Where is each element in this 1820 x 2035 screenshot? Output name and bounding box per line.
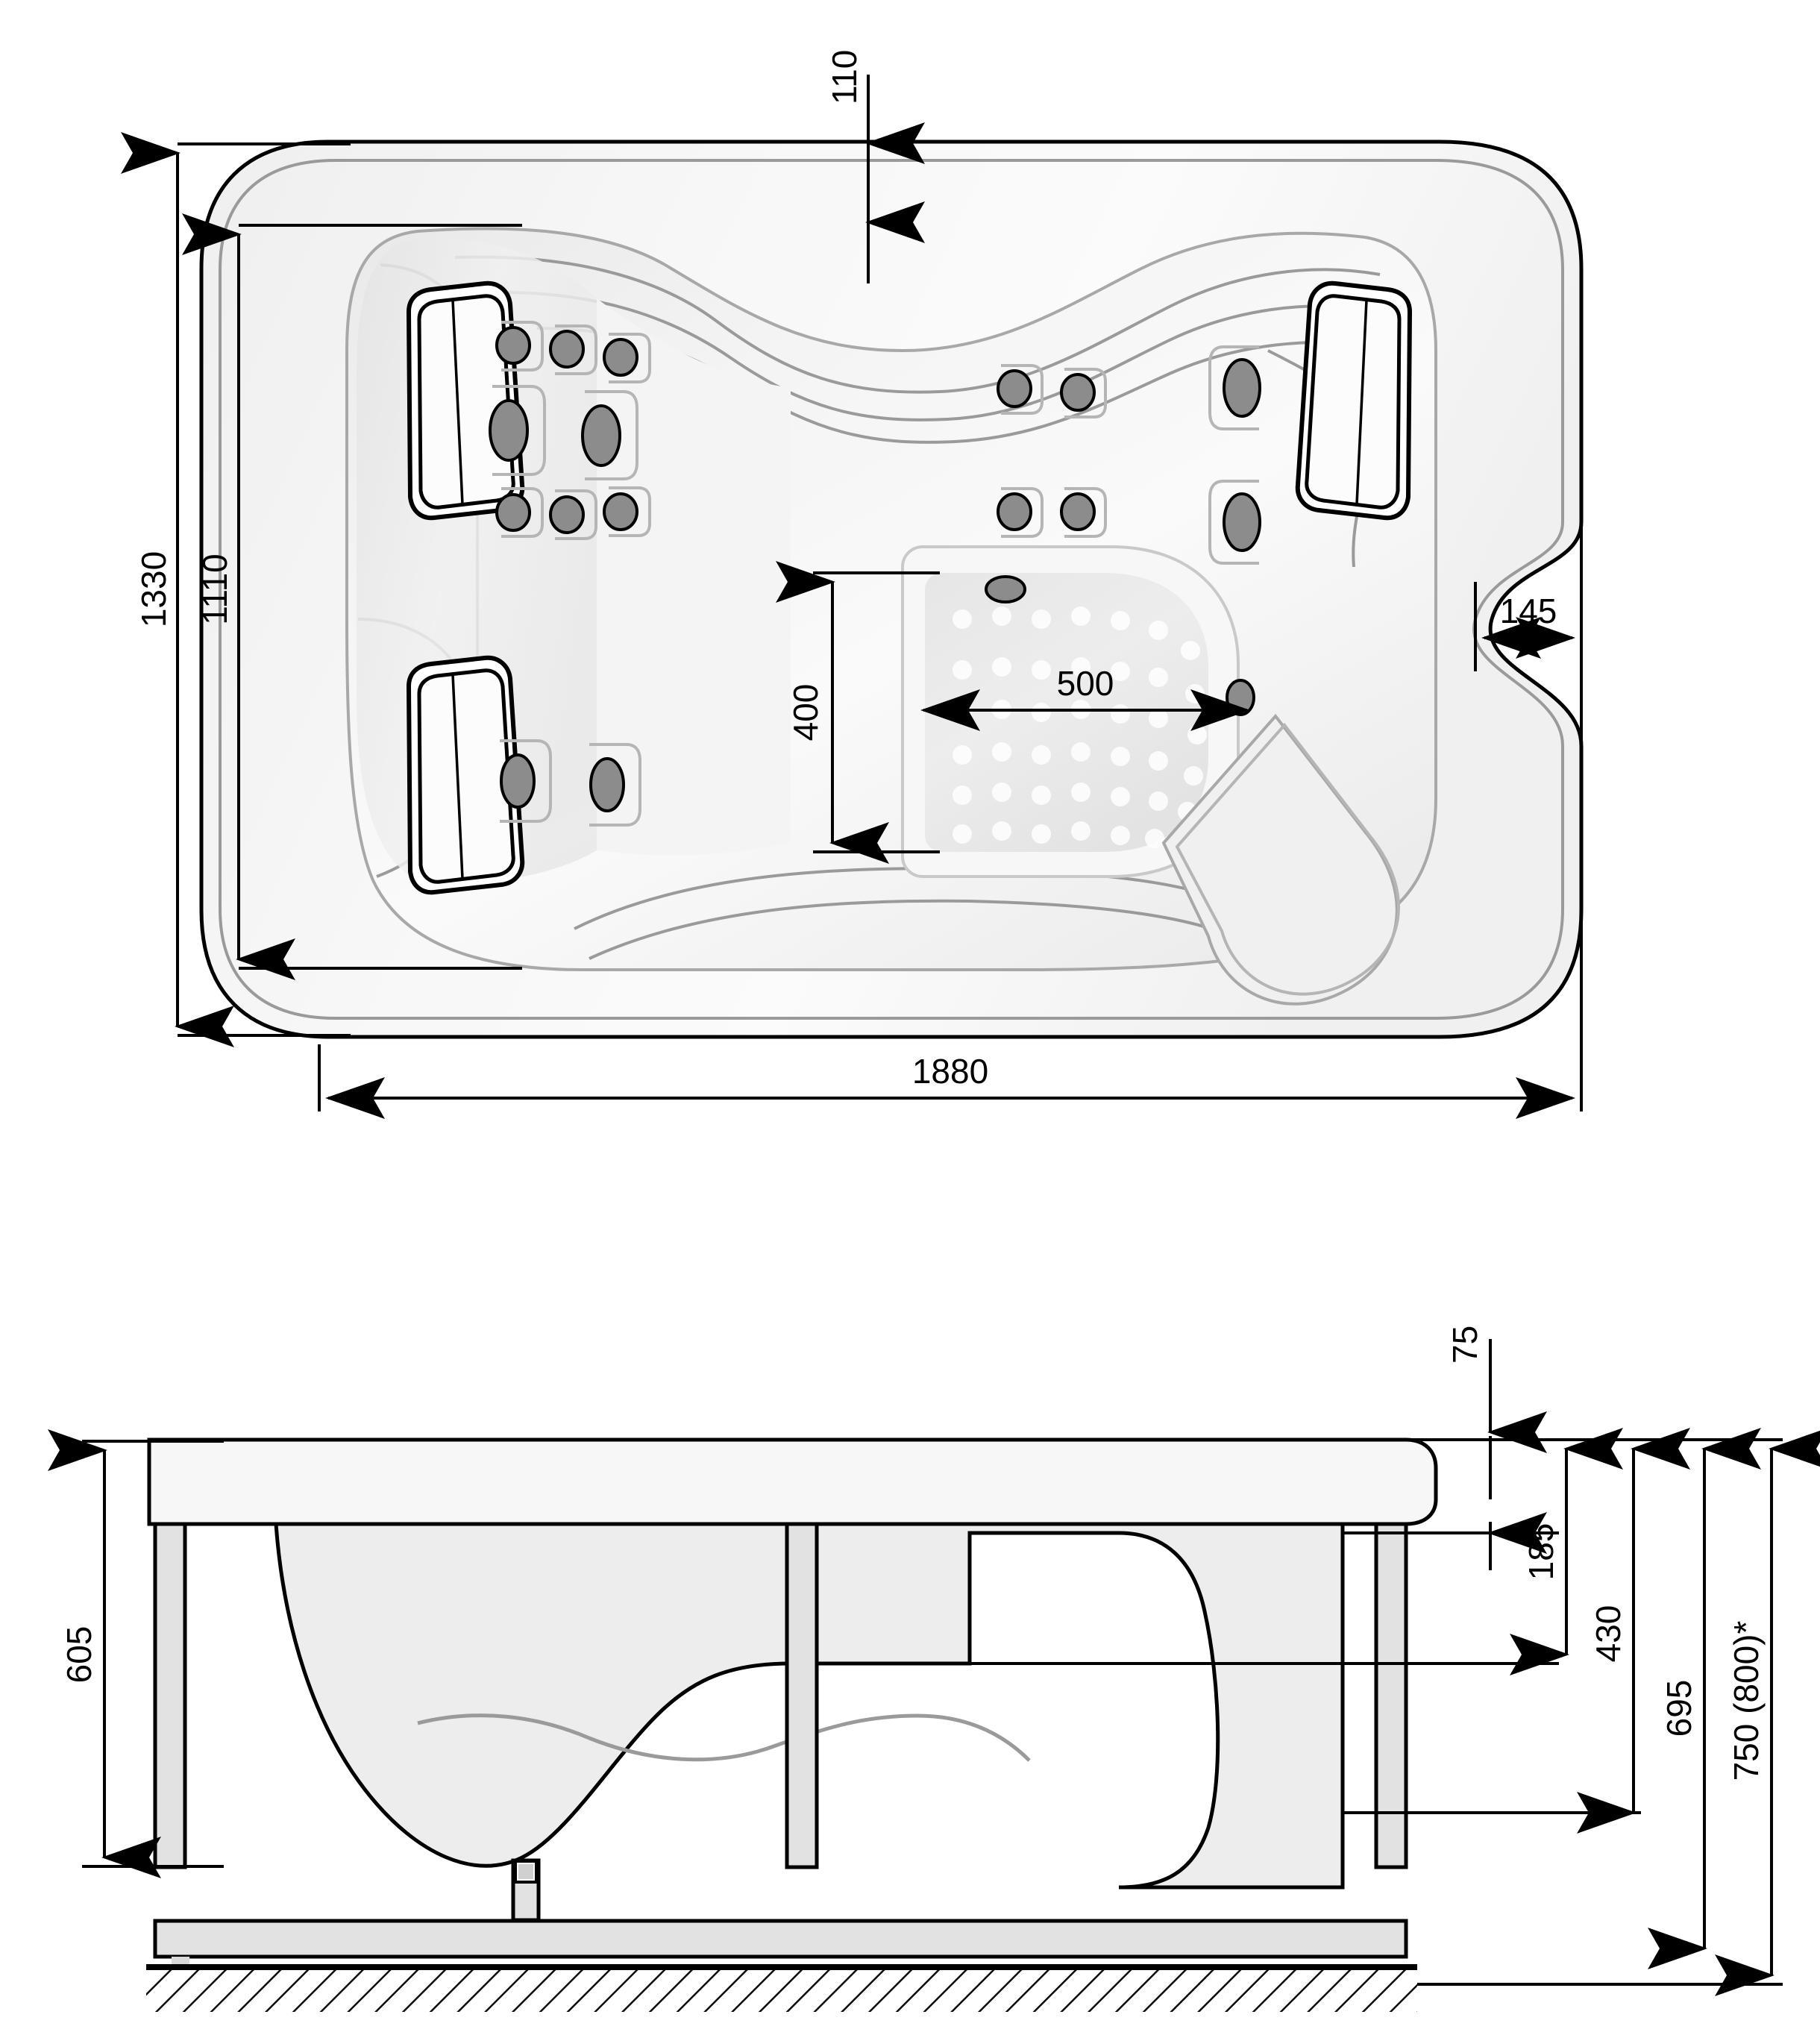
jet-cluster-right [1208, 345, 1261, 565]
dim-label-110: 110 [825, 50, 864, 104]
jet-cluster-top-left [489, 321, 651, 540]
floor-hatching [146, 1964, 1417, 2012]
jet [581, 390, 638, 480]
dim-label-185: 185 [1522, 1523, 1560, 1581]
jet [549, 324, 597, 375]
dimension-605: 605 [48, 1429, 224, 1878]
elevation-view: 605 75 185 430 695 [48, 1326, 1820, 2012]
jet [495, 321, 544, 371]
jet [603, 333, 651, 383]
footwell-drain [985, 575, 1026, 603]
headrest-top-left [406, 280, 525, 521]
dimension-500: 500 [920, 664, 1250, 731]
dimension-430: 430 [1343, 1428, 1690, 1834]
basin-section [274, 1522, 1345, 1890]
jet [997, 364, 1044, 415]
dim-label-1110: 1110 [195, 554, 234, 625]
jet [1060, 487, 1107, 538]
jet-cluster-center [997, 364, 1107, 538]
corner-step-seat [1161, 713, 1401, 1006]
dim-label-1880: 1880 [912, 1052, 988, 1091]
jet [997, 487, 1044, 538]
dim-label-1330: 1330 [134, 551, 173, 627]
jet [500, 739, 552, 823]
dim-label-145: 145 [1500, 592, 1557, 630]
jet [489, 385, 546, 476]
drain-outlet [511, 1858, 541, 1922]
jet [1208, 480, 1261, 565]
support-frame [153, 1522, 1408, 1959]
dimension-1330: 1330 [121, 132, 351, 1047]
dimension-75: 75 [1446, 1326, 1547, 1570]
dim-label-430: 430 [1589, 1605, 1628, 1663]
headrest-bottom-left [406, 655, 525, 895]
rim-slab [147, 1437, 1438, 1526]
jet [549, 489, 597, 540]
jet [589, 743, 641, 827]
dim-label-605: 605 [60, 1626, 98, 1684]
dimension-1110: 1110 [182, 213, 522, 980]
plan-view: 110 1330 1110 145 400 [121, 50, 1584, 1119]
dim-label-750-800: 750 (800)* [1727, 1620, 1766, 1781]
dim-label-695: 695 [1660, 1680, 1698, 1737]
dim-label-500: 500 [1057, 664, 1114, 703]
jet-cluster-bottom-left [500, 739, 641, 827]
dimension-400: 400 [776, 561, 940, 864]
jet [1208, 345, 1261, 430]
jet [603, 486, 651, 537]
jet [495, 487, 544, 538]
dim-label-400: 400 [786, 684, 825, 741]
dim-label-75: 75 [1446, 1326, 1484, 1364]
dimension-750-800: 750 (800)* [1417, 1428, 1820, 1996]
jet [1060, 368, 1107, 418]
headrest-top-right [1295, 280, 1413, 521]
dimension-1880: 1880 [318, 918, 1583, 1119]
dimension-145: 145 [1474, 522, 1583, 821]
dimension-695: 695 [1648, 1428, 1761, 1969]
dimension-110: 110 [825, 50, 925, 283]
